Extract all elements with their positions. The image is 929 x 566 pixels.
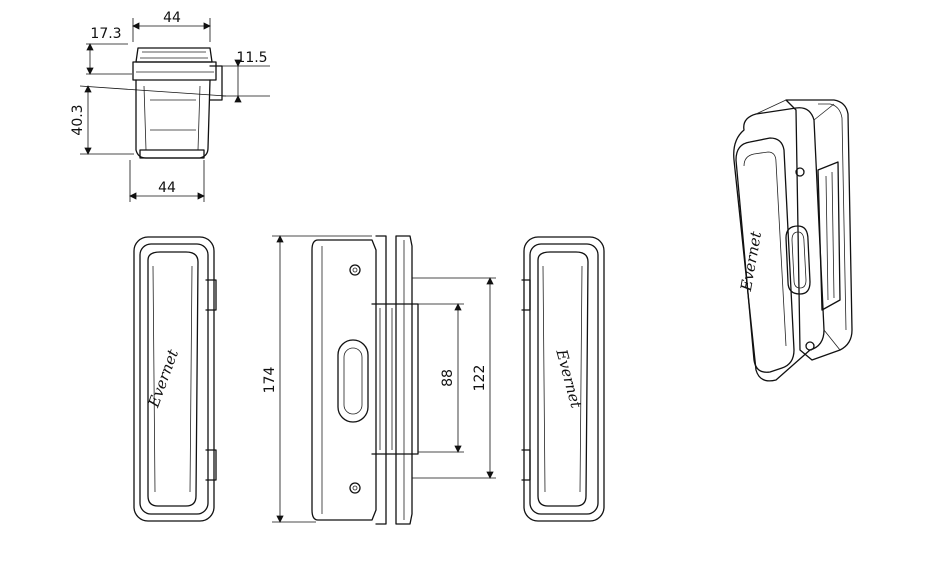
dim-side-offset: 11.5 bbox=[236, 50, 267, 66]
dim-total-height: 174 bbox=[262, 367, 278, 394]
logo-isometric: Evernet bbox=[737, 229, 765, 293]
dim-height: 40.3 bbox=[70, 104, 86, 135]
side-view: 174 88 122 bbox=[262, 235, 496, 525]
dim-top-width: 44 bbox=[163, 10, 181, 26]
logo-left: Evernet bbox=[144, 346, 182, 410]
front-view-right: Evernet bbox=[521, 236, 605, 522]
dim-inner-span: 88 bbox=[440, 369, 456, 387]
isometric-view: Evernet bbox=[733, 99, 853, 382]
front-view-left: Evernet bbox=[133, 236, 217, 522]
logo-right: Evernet bbox=[552, 346, 585, 411]
dim-bottom-width: 44 bbox=[158, 180, 176, 196]
dim-offset: 17.3 bbox=[90, 26, 121, 42]
top-view: 44 17.3 11.5 40.3 44 bbox=[70, 10, 270, 202]
dim-hole-span: 122 bbox=[472, 365, 488, 392]
